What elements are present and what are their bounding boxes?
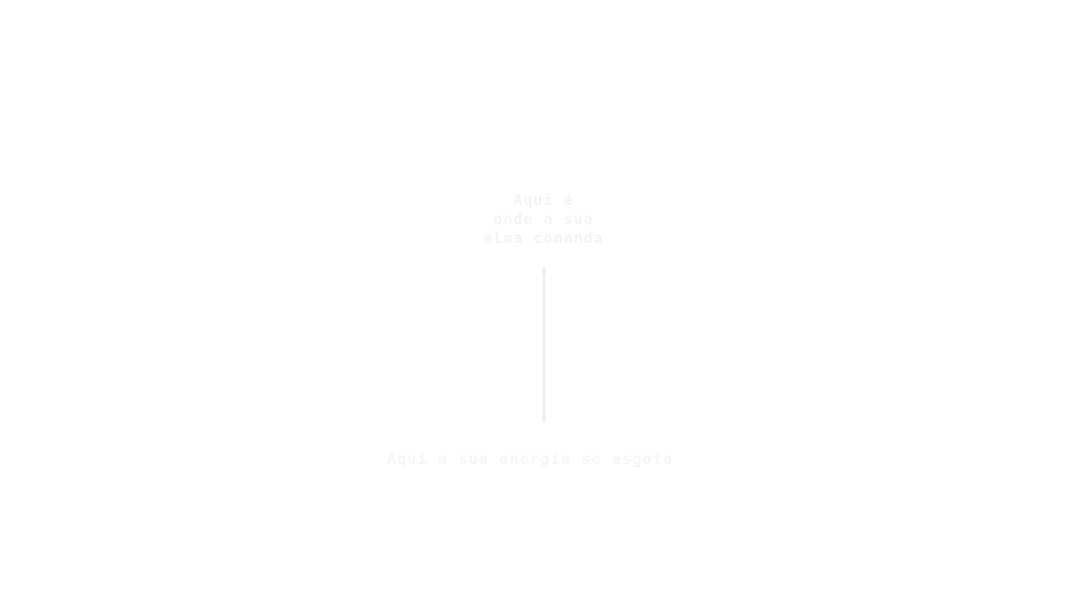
top-label: Aqui é onde a sua alma comanda — [0, 191, 1080, 248]
arrow-head-up — [541, 266, 547, 273]
top-label-line-1: Aqui é — [513, 191, 574, 209]
arrow-head-down — [541, 417, 547, 424]
bottom-label: Aqui a sua energia se esgota — [386, 450, 674, 468]
top-label-line-3: alma comanda — [483, 229, 604, 247]
top-label-line-2: onde a sua — [493, 210, 594, 228]
double-arrow-icon — [541, 266, 547, 424]
